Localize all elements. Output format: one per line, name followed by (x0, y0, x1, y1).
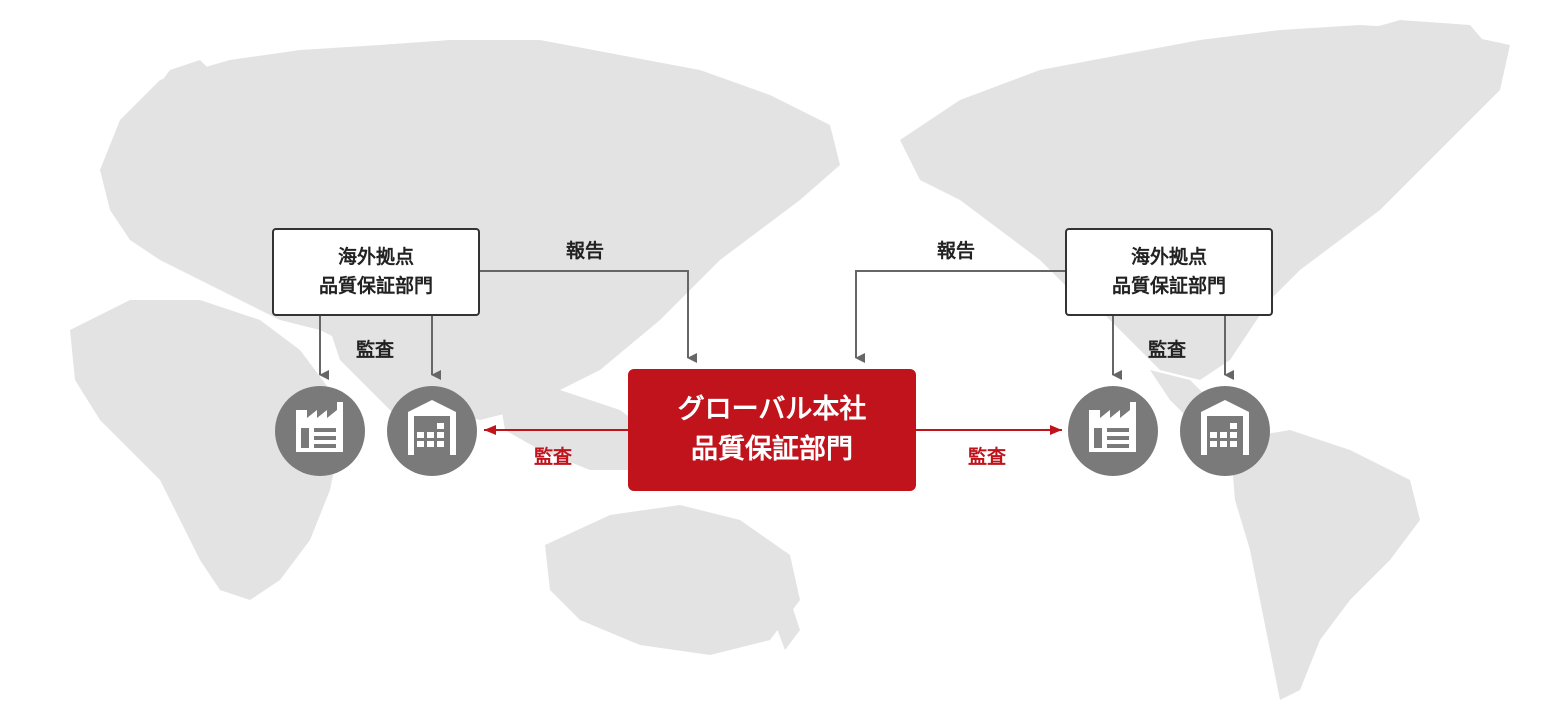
map-north-america (900, 25, 1510, 380)
map-australia (545, 505, 800, 655)
right-overseas-qa-box: 海外拠点 品質保証部門 (1065, 228, 1273, 316)
left-overseas-qa-box: 海外拠点 品質保証部門 (272, 228, 480, 316)
right-factory-icon (1068, 386, 1158, 476)
left-overseas-line2: 品質保証部門 (318, 275, 433, 297)
map-japan (640, 205, 690, 300)
audit-label-left-local: 監査 (356, 339, 395, 361)
hq-line2: 品質保証部門 (691, 434, 853, 465)
global-hq-qa-box: グローバル本社 品質保証部門 (628, 369, 916, 491)
left-overseas-line1: 海外拠点 (337, 246, 414, 268)
report-line-left (479, 270, 697, 363)
right-overseas-line2: 品質保証部門 (1111, 275, 1226, 297)
left-factory-icon (275, 386, 365, 476)
audit-label-right-local: 監査 (1148, 339, 1187, 361)
map-new-zealand (770, 600, 800, 650)
report-label-left: 報告 (566, 240, 605, 262)
hq-line1: グローバル本社 (677, 394, 867, 425)
audit-label-hq-right: 監査 (968, 446, 1007, 468)
map-africa (70, 300, 340, 600)
report-label-right: 報告 (937, 240, 976, 262)
map-south-america (1230, 430, 1420, 700)
map-greenland (1330, 20, 1500, 140)
audit-label-hq-left: 監査 (534, 446, 573, 468)
right-overseas-line1: 海外拠点 (1130, 246, 1207, 268)
report-line-right (855, 270, 1066, 363)
left-warehouse-icon (387, 386, 477, 476)
map-scandinavia (140, 60, 220, 130)
right-warehouse-icon (1180, 386, 1270, 476)
